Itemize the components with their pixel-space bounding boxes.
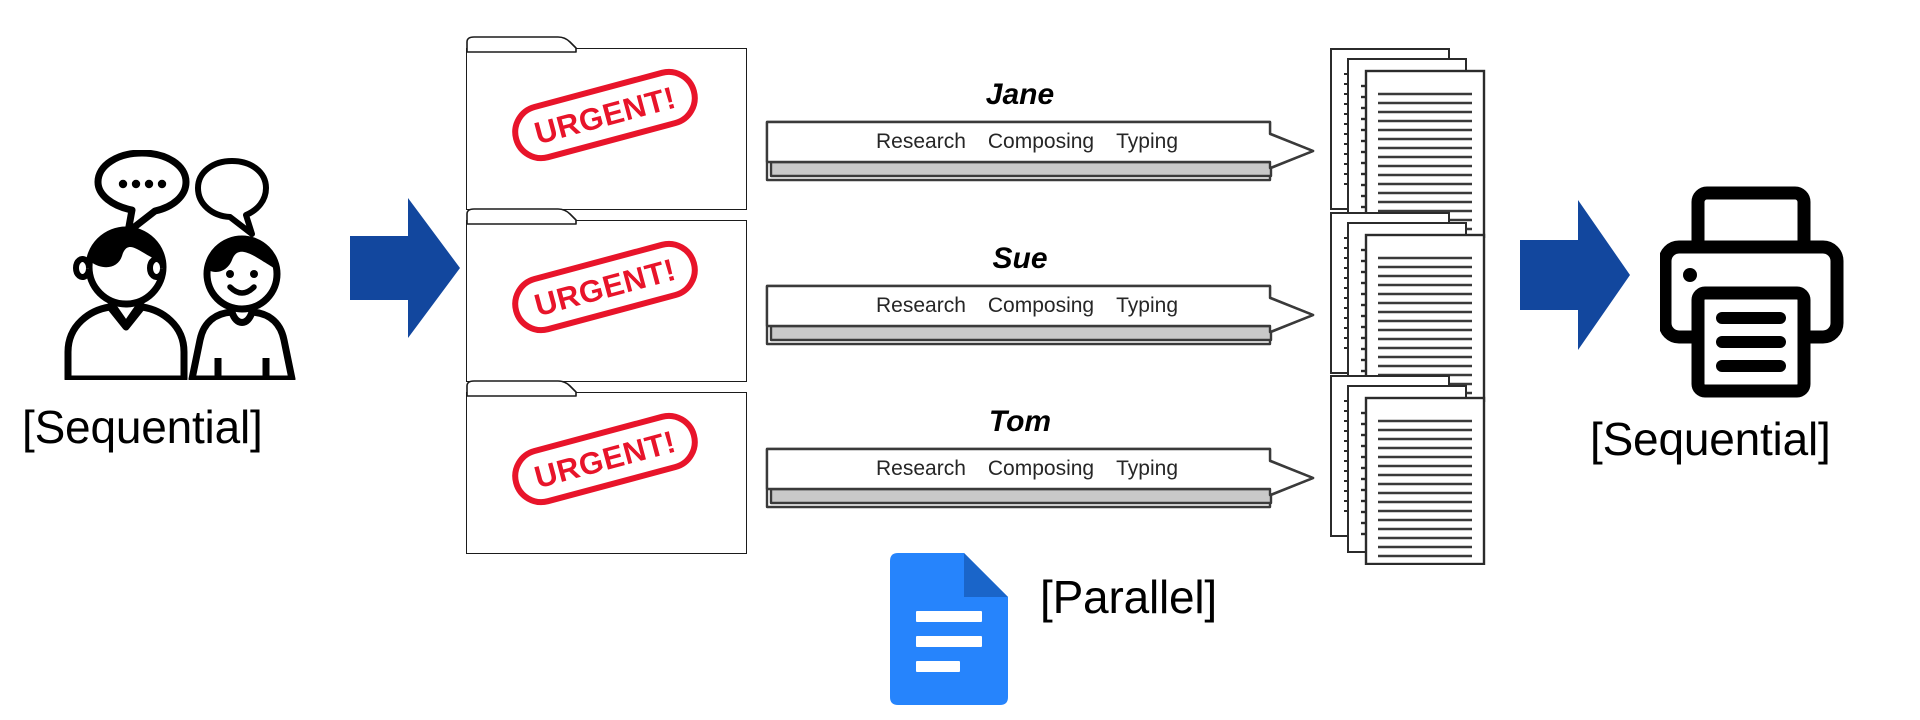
folder-item[interactable]: URGENT! (466, 208, 749, 384)
folder-body (466, 48, 747, 210)
document-stack (1330, 212, 1502, 402)
document-stack (1330, 48, 1502, 238)
folder-tab (466, 380, 578, 397)
label-parallel: [Parallel] (1040, 571, 1217, 623)
folder-item[interactable]: URGENT! (466, 36, 749, 212)
blue-right-arrow-icon-output (1520, 200, 1630, 350)
worker-name: Jane (985, 78, 1055, 111)
urgent-folder-stack: URGENT! URGENT! (466, 36, 751, 556)
worker-name: Sue (992, 242, 1048, 275)
worker-name: Tom (988, 405, 1052, 438)
document-stack (1330, 375, 1502, 565)
folder-item[interactable]: URGENT! (466, 380, 749, 556)
label-sequential-left: [Sequential] (22, 401, 263, 453)
google-docs-icon (890, 553, 1008, 705)
process-row-sue: Sue Research Composing Typing (765, 242, 1325, 362)
pipeline-arrow (765, 284, 1325, 346)
printer-icon (1660, 185, 1900, 400)
process-row-tom: Tom Research Composing Typing (765, 405, 1325, 525)
folder-tab (466, 36, 578, 53)
blue-right-arrow-icon-input (350, 198, 460, 338)
folder-body (466, 392, 747, 554)
process-row-jane: Jane Research Composing Typing (765, 78, 1325, 198)
label-sequential-right: [Sequential] (1590, 413, 1831, 465)
folder-body (466, 220, 747, 382)
people-talking-icon (60, 150, 320, 380)
folder-tab (466, 208, 578, 225)
pipeline-arrow (765, 120, 1325, 182)
pipeline-arrow (765, 447, 1325, 509)
